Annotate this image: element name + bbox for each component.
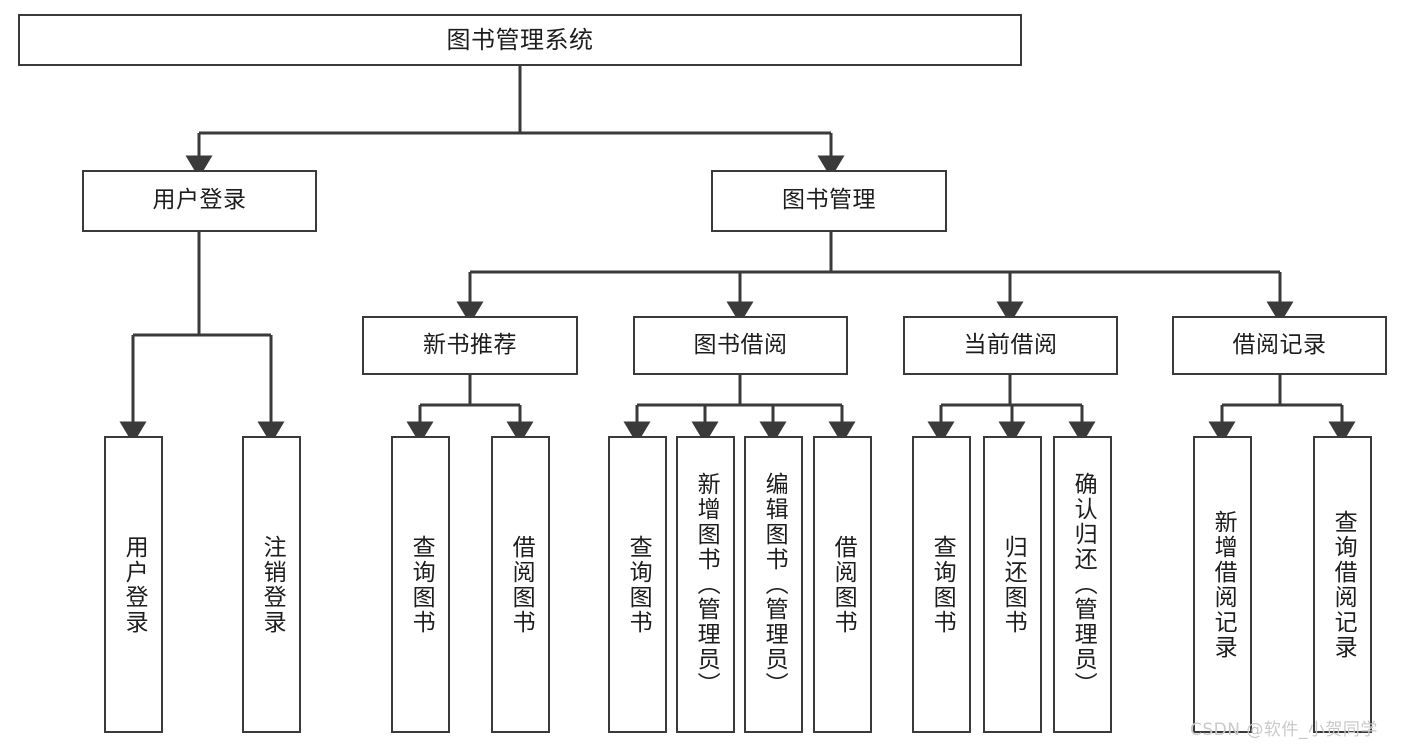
leaf-query-book-2[interactable]: 查询图书 — [608, 436, 667, 733]
node-label: 新书推荐 — [423, 331, 517, 358]
node-root-system[interactable]: 图书管理系统 — [18, 14, 1022, 66]
leaf-query-book-1[interactable]: 查询图书 — [391, 436, 450, 733]
leaf-edit-book[interactable]: 编辑图书（管理员） — [744, 436, 803, 733]
leaf-logout-login[interactable]: 注销登录 — [242, 436, 301, 733]
node-label: 查询图书 — [408, 534, 435, 635]
leaf-borrow-book-1[interactable]: 借阅图书 — [491, 436, 550, 733]
node-current-borrow[interactable]: 当前借阅 — [903, 316, 1118, 375]
leaf-confirm-return[interactable]: 确认归还（管理员） — [1053, 436, 1112, 733]
node-label: 查询图书 — [929, 534, 956, 635]
node-label: 查询借阅记录 — [1330, 509, 1357, 660]
node-borrow-record[interactable]: 借阅记录 — [1172, 316, 1387, 375]
node-label: 当前借阅 — [963, 331, 1058, 358]
leaf-add-record[interactable]: 新增借阅记录 — [1193, 436, 1252, 733]
node-label: 图书管理 — [782, 187, 876, 214]
leaf-query-book-3[interactable]: 查询图书 — [912, 436, 971, 733]
leaf-user-login[interactable]: 用户登录 — [104, 436, 163, 733]
node-label: 用户登录 — [121, 534, 148, 635]
node-label: 借阅图书 — [830, 534, 857, 635]
node-new-book-recommend[interactable]: 新书推荐 — [362, 316, 578, 375]
node-user-login[interactable]: 用户登录 — [82, 170, 317, 232]
node-label: 借阅图书 — [508, 534, 535, 635]
node-label: 确认归还（管理员） — [1070, 472, 1097, 697]
node-label: 归还图书 — [1000, 534, 1027, 635]
node-label: 新增图书（管理员） — [693, 472, 720, 697]
node-label: 用户登录 — [152, 187, 247, 214]
node-label: 注销登录 — [259, 534, 286, 635]
node-label: 查询图书 — [625, 534, 652, 635]
node-label: 借阅记录 — [1232, 331, 1327, 358]
leaf-add-book[interactable]: 新增图书（管理员） — [676, 436, 735, 733]
node-book-manage[interactable]: 图书管理 — [711, 170, 947, 232]
node-label: 图书管理系统 — [446, 25, 594, 54]
node-label: 图书借阅 — [693, 331, 788, 358]
node-label: 编辑图书（管理员） — [761, 472, 788, 697]
leaf-query-record[interactable]: 查询借阅记录 — [1313, 436, 1372, 733]
leaf-borrow-book-2[interactable]: 借阅图书 — [813, 436, 872, 733]
leaf-return-book[interactable]: 归还图书 — [983, 436, 1042, 733]
node-label: 新增借阅记录 — [1210, 509, 1237, 660]
node-book-borrow[interactable]: 图书借阅 — [633, 316, 848, 375]
